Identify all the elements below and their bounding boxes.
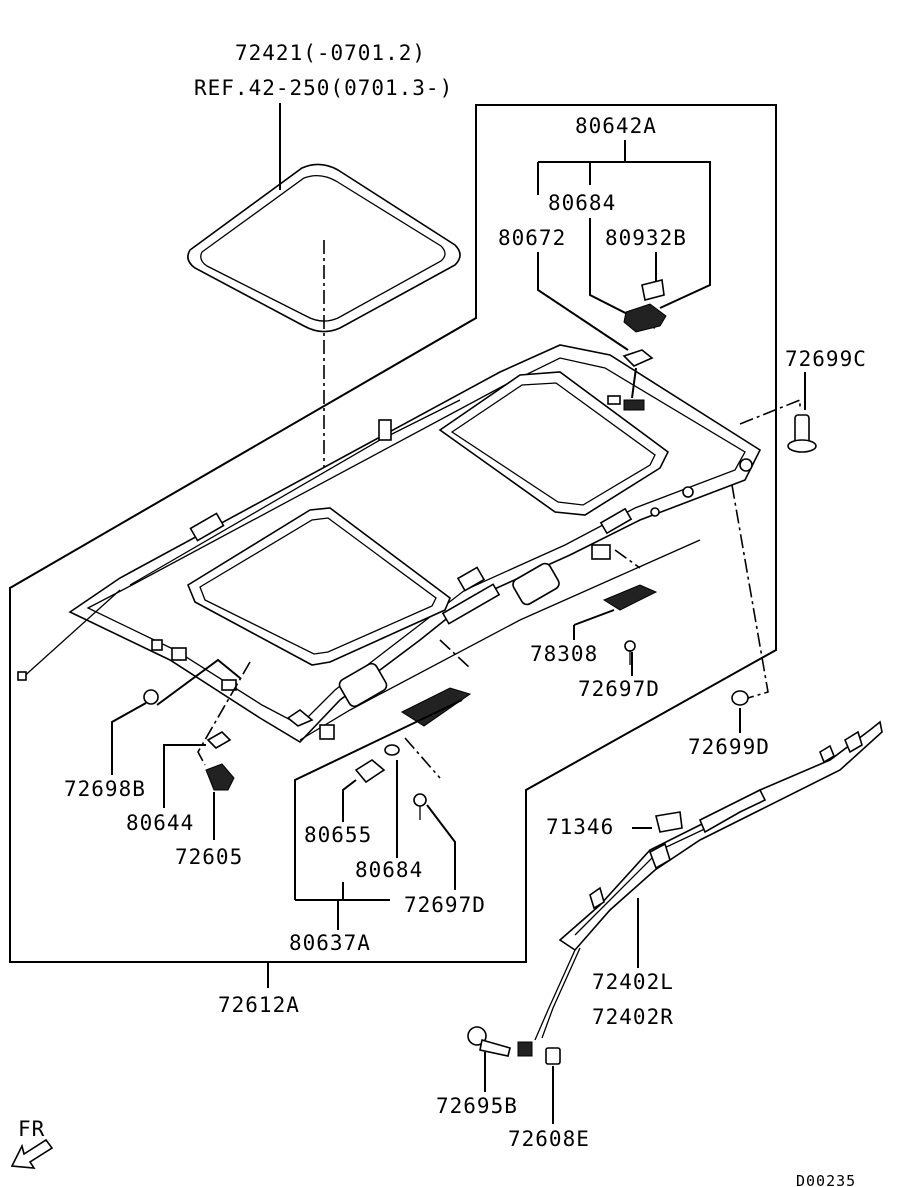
garnish-part <box>534 720 883 1041</box>
label-dome-light-assy: 80642A <box>575 114 657 138</box>
label-clip-c: 72699C <box>785 347 867 371</box>
label-map-lamp-assy: 80637A <box>289 931 371 955</box>
label-bulb-upper: 80684 <box>548 191 616 215</box>
bolt-72695b-part <box>467 1026 533 1057</box>
nut-72608e-part <box>545 1047 561 1065</box>
label-drawing-code: D00235 <box>796 1172 856 1187</box>
headlining-body <box>17 344 762 744</box>
label-clip-d: 72699D <box>688 735 770 759</box>
assist-handle-part <box>602 584 658 611</box>
label-headlining: 72612A <box>218 993 300 1017</box>
label-garnish-r: 72402R <box>592 1005 674 1029</box>
label-map-lens: 80655 <box>304 823 372 847</box>
screw-lower-part <box>413 793 427 820</box>
label-71346-part <box>655 811 683 833</box>
label-front-mark: FR <box>18 1117 45 1141</box>
label-screw-upper: 72697D <box>578 677 660 701</box>
holder-80644-part <box>206 731 232 749</box>
label-nut: 72608E <box>508 1127 590 1151</box>
label-lens: 80672 <box>498 226 566 250</box>
map-lamp-part <box>400 687 472 727</box>
map-lamp-lens-part <box>354 759 386 784</box>
clip-72699d-part <box>731 690 749 706</box>
label-handle: 78308 <box>530 642 598 666</box>
front-arrow-icon <box>10 1138 54 1169</box>
clip-72698b-part <box>143 689 159 705</box>
dome-lamp-lens-part <box>622 349 654 367</box>
label-sunroof-ref: REF.42-250(0701.3-) <box>194 76 453 100</box>
headlining-details <box>151 395 753 740</box>
screw-upper-part <box>624 640 636 665</box>
label-garnish-l: 72402L <box>592 970 674 994</box>
label-bolt: 72695B <box>436 1094 518 1118</box>
label-socket: 80932B <box>605 226 687 250</box>
headlining-frame <box>9 104 777 963</box>
clip-72605-part <box>205 763 235 791</box>
label-clip-72605: 72605 <box>175 845 243 869</box>
label-holder: 80644 <box>126 811 194 835</box>
dome-lamp-socket-part <box>641 279 665 301</box>
label-clip-b: 72698B <box>64 777 146 801</box>
label-71346: 71346 <box>546 815 614 839</box>
clip-72699c-part <box>787 414 817 453</box>
dome-lamp-bulb-part <box>623 303 667 333</box>
map-lamp-bulb-part <box>384 744 400 756</box>
label-sunroof-glass: 72421(-0701.2) <box>235 41 426 65</box>
label-screw-lower: 72697D <box>404 893 486 917</box>
label-bulb-lower: 80684 <box>355 858 423 882</box>
